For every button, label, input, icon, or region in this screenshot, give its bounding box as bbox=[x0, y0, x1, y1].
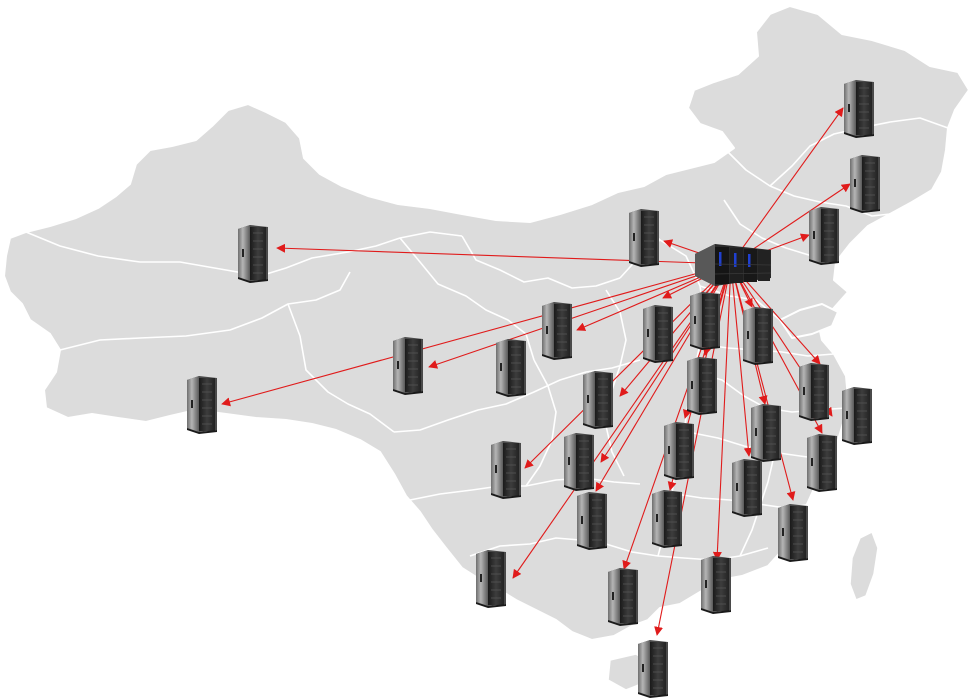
server-rack-icon bbox=[806, 433, 838, 493]
server-rack-icon bbox=[731, 458, 763, 518]
server-rack-icon bbox=[186, 375, 218, 435]
server-rack-icon bbox=[750, 403, 782, 463]
server-rack-icon bbox=[541, 301, 573, 361]
link-arrow-node-1 bbox=[730, 107, 844, 265]
server-rack-icon bbox=[651, 489, 683, 549]
server-rack-icon bbox=[576, 491, 608, 551]
server-rack-icon bbox=[742, 306, 774, 366]
link-arrow-node-15 bbox=[619, 263, 732, 397]
server-rack-icon bbox=[843, 79, 875, 139]
peninsula bbox=[779, 303, 839, 339]
server-rack-icon bbox=[642, 304, 674, 364]
link-arrow-node-22 bbox=[730, 263, 753, 457]
server-rack-icon bbox=[700, 555, 732, 615]
server-rack-icon bbox=[686, 356, 718, 416]
server-rack-icon bbox=[841, 386, 873, 446]
server-rack-icon bbox=[495, 338, 527, 398]
link-arrow-node-8 bbox=[221, 263, 732, 407]
link-arrow-node-7 bbox=[428, 263, 732, 369]
server-rack-icon bbox=[689, 291, 721, 351]
link-arrow-node-28 bbox=[712, 263, 732, 561]
server-rack-icon bbox=[490, 440, 522, 500]
server-rack-icon bbox=[607, 567, 639, 627]
server-rack-icon bbox=[582, 370, 614, 430]
server-rack-icon bbox=[777, 503, 809, 563]
server-rack-icon bbox=[798, 362, 830, 422]
server-rack-icon bbox=[475, 549, 507, 609]
server-rack-icon bbox=[563, 432, 595, 492]
link-arrow-node-25 bbox=[730, 263, 796, 501]
server-rack-icon bbox=[663, 421, 695, 481]
server-rack-icon bbox=[237, 224, 269, 284]
server-cluster-icon bbox=[694, 243, 772, 287]
island-taiwan bbox=[849, 530, 879, 601]
server-rack-icon bbox=[392, 336, 424, 396]
server-rack-icon bbox=[808, 206, 840, 266]
central-hub bbox=[694, 243, 772, 287]
server-rack-icon bbox=[637, 639, 669, 699]
server-rack-icon bbox=[849, 154, 881, 214]
server-rack-icon bbox=[628, 208, 660, 268]
